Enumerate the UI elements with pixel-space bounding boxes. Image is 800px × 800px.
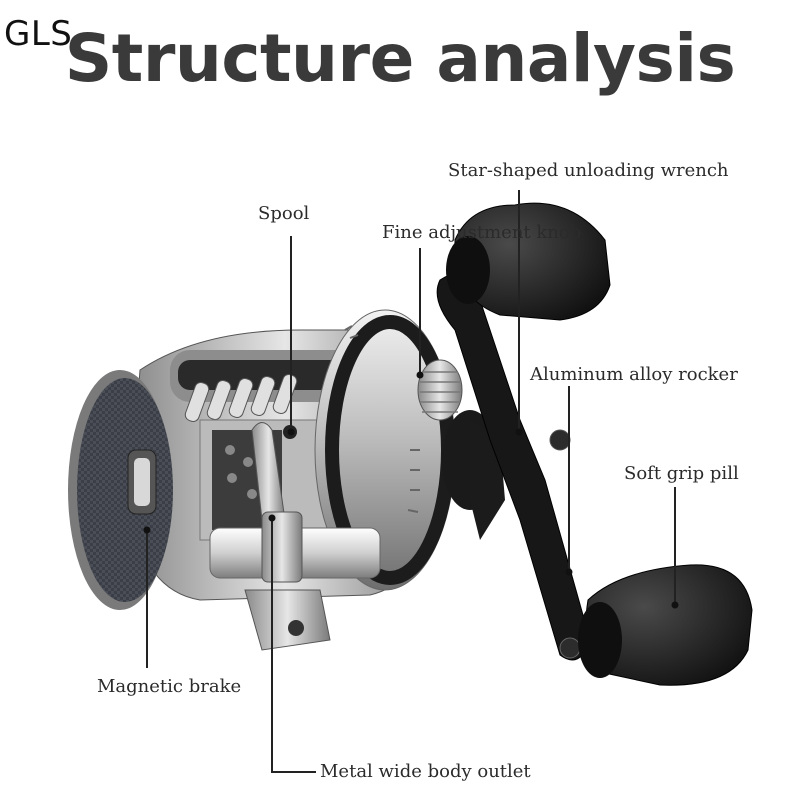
dot-soft-grip <box>671 601 679 609</box>
label-metal-outlet: Metal wide body outlet <box>320 761 531 782</box>
page-title: Structure analysis <box>64 20 736 97</box>
label-star-wrench: Star-shaped unloading wrench <box>448 160 729 181</box>
label-spool: Spool <box>258 203 310 224</box>
reel-body <box>68 202 753 686</box>
label-fine-knob: Fine adjustment knob <box>382 222 582 243</box>
leader-dots <box>143 371 679 609</box>
dot-magnetic-brake <box>143 526 151 534</box>
leader-metal-outlet <box>271 518 316 773</box>
label-alloy-rocker: Aluminum alloy rocker <box>530 364 738 385</box>
dot-metal-outlet <box>268 514 276 522</box>
dot-star-wrench <box>515 428 523 436</box>
brand-logo-text: GLS <box>4 14 73 54</box>
label-magnetic-brake: Magnetic brake <box>97 676 242 697</box>
label-soft-grip: Soft grip pill <box>624 463 739 484</box>
dot-alloy-rocker <box>565 568 573 576</box>
leader-lines <box>146 190 676 773</box>
dot-fine-knob <box>416 371 424 379</box>
dot-spool <box>287 428 295 436</box>
